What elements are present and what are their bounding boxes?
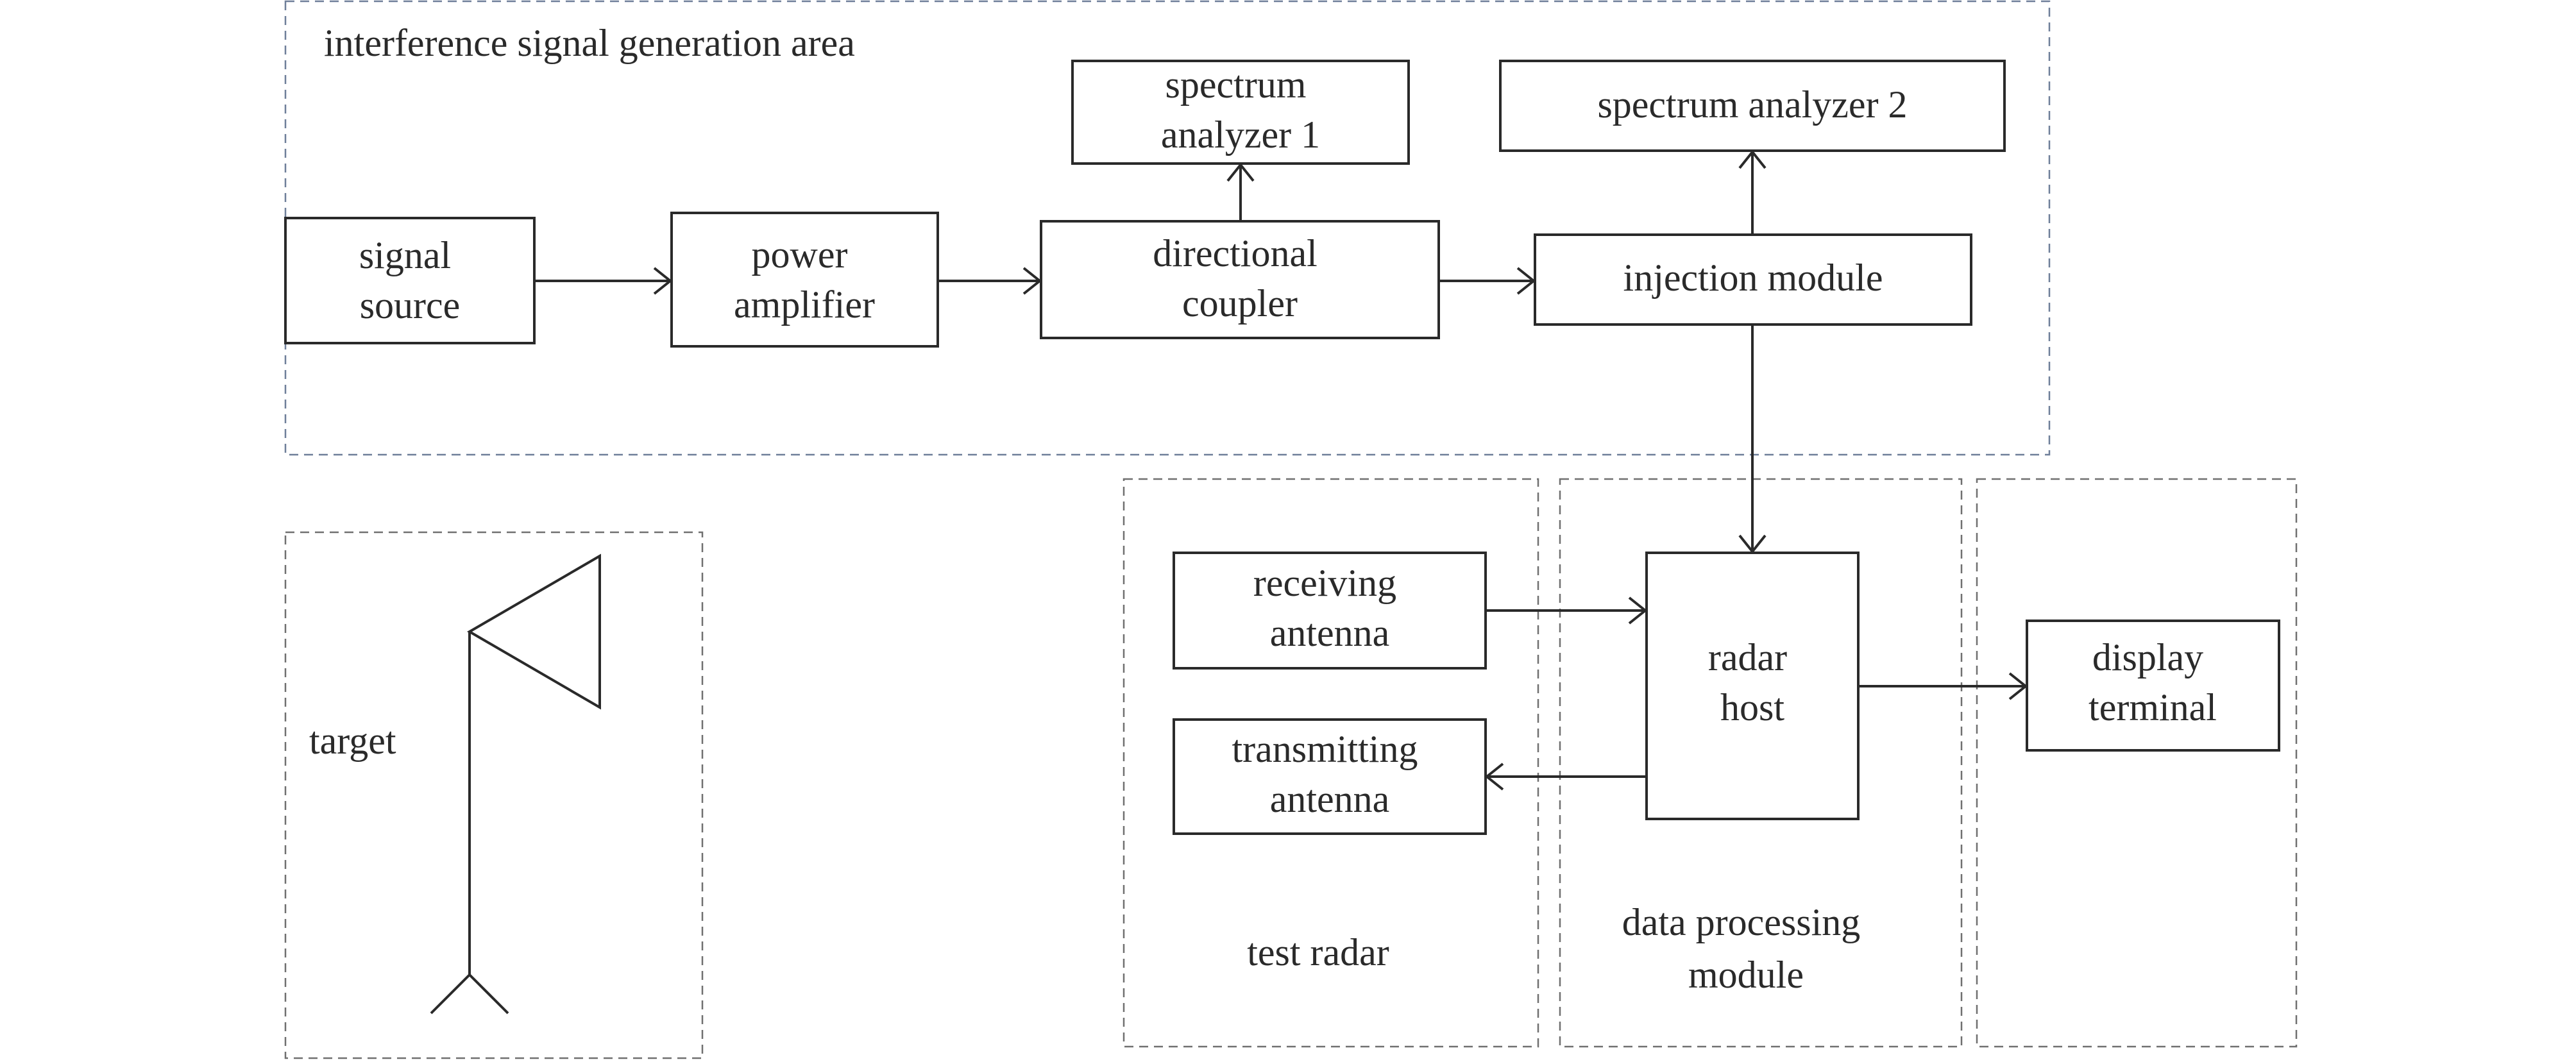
directional-coupler-line-1: directional [1153, 232, 1318, 274]
radar-host-line-2: host [1720, 686, 1784, 729]
svg-text:transmitting antenna: transmitting antenna [1232, 728, 1428, 820]
svg-text:display terminal: display terminal [2089, 636, 2217, 729]
transmitting-antenna-block: transmitting antenna [1173, 718, 1487, 835]
receiving-antenna-line-2: antenna [1270, 612, 1390, 654]
arrow-receiving-to-radar-host [1486, 596, 1648, 625]
spectrum-analyzer-1-block: spectrum analyzer 1 [1071, 60, 1410, 165]
receiving-antenna-line-1: receiving [1253, 562, 1396, 604]
arrow-source-to-amplifier [534, 267, 673, 295]
arrow-radar-host-to-display [1858, 672, 2028, 700]
display-terminal-block: display terminal [2026, 620, 2280, 752]
arrow-coupler-to-analyzer-1 [1226, 162, 1255, 221]
power-amplifier-line-1: power [752, 233, 848, 276]
svg-text:signal source: signal source [359, 234, 461, 326]
data-processing-frame [1559, 478, 1963, 1048]
arrow-radar-host-to-transmitting [1484, 763, 1647, 791]
signal-source-line-2: source [360, 284, 461, 326]
svg-text:radar host: radar host [1708, 636, 1797, 729]
test-radar-frame [1123, 478, 1539, 1048]
power-amplifier-block: power amplifier [670, 212, 939, 348]
receiving-antenna-block: receiving antenna [1173, 552, 1487, 670]
spectrum-analyzer-2-block: spectrum analyzer 2 [1499, 60, 2006, 152]
svg-text:power amplifier: power amplifier [734, 233, 875, 326]
svg-text:spectrum analyzer 1: spectrum analyzer 1 [1161, 63, 1320, 156]
test-radar-label: test radar [1247, 931, 1389, 973]
svg-text:spectrum analyzer 2: spectrum analyzer 2 [1597, 83, 1907, 126]
signal-source-line-1: signal [359, 234, 451, 276]
display-terminal-line-1: display [2092, 636, 2203, 678]
display-terminal-line-2: terminal [2089, 686, 2217, 729]
spectrum-analyzer-2-line-1: spectrum analyzer 2 [1597, 83, 1907, 126]
arrow-injection-to-radar-host [1738, 324, 1767, 554]
data-processing-label-line-2: module [1688, 954, 1804, 996]
signal-source-block: signal source [284, 217, 536, 344]
injection-module-line-1: injection module [1623, 257, 1883, 299]
interference-area-label: interference signal generation area [324, 22, 855, 64]
transmitting-antenna-line-2: antenna [1270, 778, 1390, 820]
directional-coupler-line-2: coupler [1182, 282, 1298, 324]
target-frame [284, 531, 704, 1059]
arrow-coupler-to-injection [1439, 267, 1536, 295]
display-frame [1976, 478, 2298, 1048]
arrow-injection-to-analyzer-2 [1738, 149, 1767, 235]
injection-module-block: injection module [1534, 233, 1972, 326]
svg-text:directional coupler: directional coupler [1153, 232, 1327, 324]
arrow-amplifier-to-coupler [938, 267, 1042, 295]
target-flag-icon [430, 553, 601, 1015]
transmitting-antenna-line-1: transmitting [1232, 728, 1418, 770]
radar-host-block: radar host [1645, 552, 1860, 820]
spectrum-analyzer-1-line-2: analyzer 1 [1161, 114, 1320, 156]
directional-coupler-block: directional coupler [1040, 220, 1440, 339]
svg-text:injection module: injection module [1623, 257, 1883, 299]
svg-text:receiving antenna: receiving antenna [1253, 562, 1406, 654]
target-label: target [309, 720, 396, 762]
power-amplifier-line-2: amplifier [734, 283, 875, 326]
data-processing-label: data processing module [1622, 901, 1870, 996]
spectrum-analyzer-1-line-1: spectrum [1165, 63, 1307, 106]
radar-host-line-1: radar [1708, 636, 1787, 678]
data-processing-label-line-1: data processing [1622, 901, 1861, 943]
